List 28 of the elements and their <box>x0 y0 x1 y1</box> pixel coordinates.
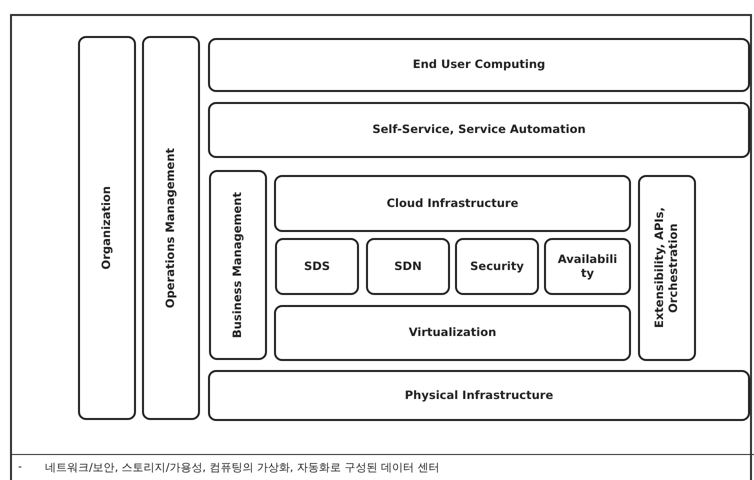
layer-column <box>142 36 200 420</box>
layer-label: Self-Service, Service Automation <box>372 123 586 137</box>
layer-label: Virtualization <box>408 326 496 340</box>
layer-box <box>275 238 359 295</box>
layer-label: SDS <box>304 260 330 274</box>
layer-label: Organization <box>100 186 114 270</box>
layer-column <box>638 175 696 361</box>
layer-box <box>274 305 631 361</box>
layer-label: Physical Infrastructure <box>404 388 554 402</box>
layer-box <box>455 238 539 295</box>
layer-label: Extensibility, APIs, Orchestration <box>653 206 681 330</box>
layer-box <box>544 238 631 295</box>
footnote-text: 네트워크/보안, 스토리지/가용성, 컴퓨팅의 가상화, 자동화로 구성된 데이터 센터 <box>45 460 440 475</box>
bullet-dash: - <box>18 460 22 473</box>
layer-column <box>78 36 136 420</box>
layer-label: SDN <box>394 260 422 274</box>
layer-box <box>208 38 750 92</box>
layer-column <box>209 170 267 360</box>
layer-box <box>274 175 631 232</box>
layer-box <box>208 102 750 158</box>
layer-label: Security <box>470 260 524 274</box>
layer-box <box>366 238 450 295</box>
layer-label: Availability <box>556 252 618 280</box>
layer-label: Business Management <box>231 192 245 338</box>
layer-label: Operations Management <box>164 148 178 308</box>
layer-box <box>208 370 750 421</box>
layer-label: End User Computing <box>412 58 546 72</box>
layer-label: Cloud Infrastructure <box>386 196 518 210</box>
